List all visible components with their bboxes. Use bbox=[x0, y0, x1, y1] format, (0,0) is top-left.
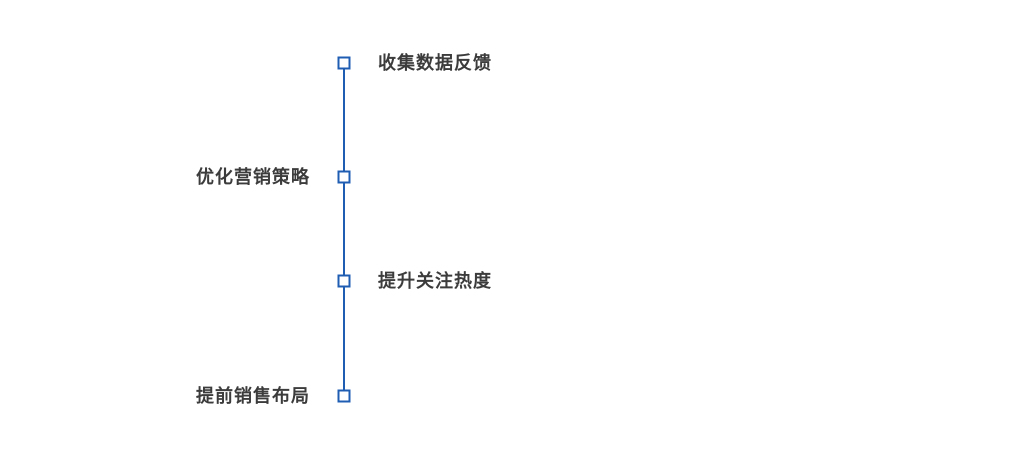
timeline-node bbox=[337, 170, 351, 184]
timeline-line bbox=[343, 63, 345, 396]
timeline-label: 优化营销策略 bbox=[196, 167, 310, 187]
timeline-label: 提前销售布局 bbox=[196, 386, 310, 406]
timeline-label: 提升关注热度 bbox=[378, 271, 492, 291]
timeline-label: 收集数据反馈 bbox=[378, 53, 492, 73]
timeline-node bbox=[337, 56, 351, 70]
timeline-node bbox=[337, 274, 351, 288]
timeline-node bbox=[337, 389, 351, 403]
